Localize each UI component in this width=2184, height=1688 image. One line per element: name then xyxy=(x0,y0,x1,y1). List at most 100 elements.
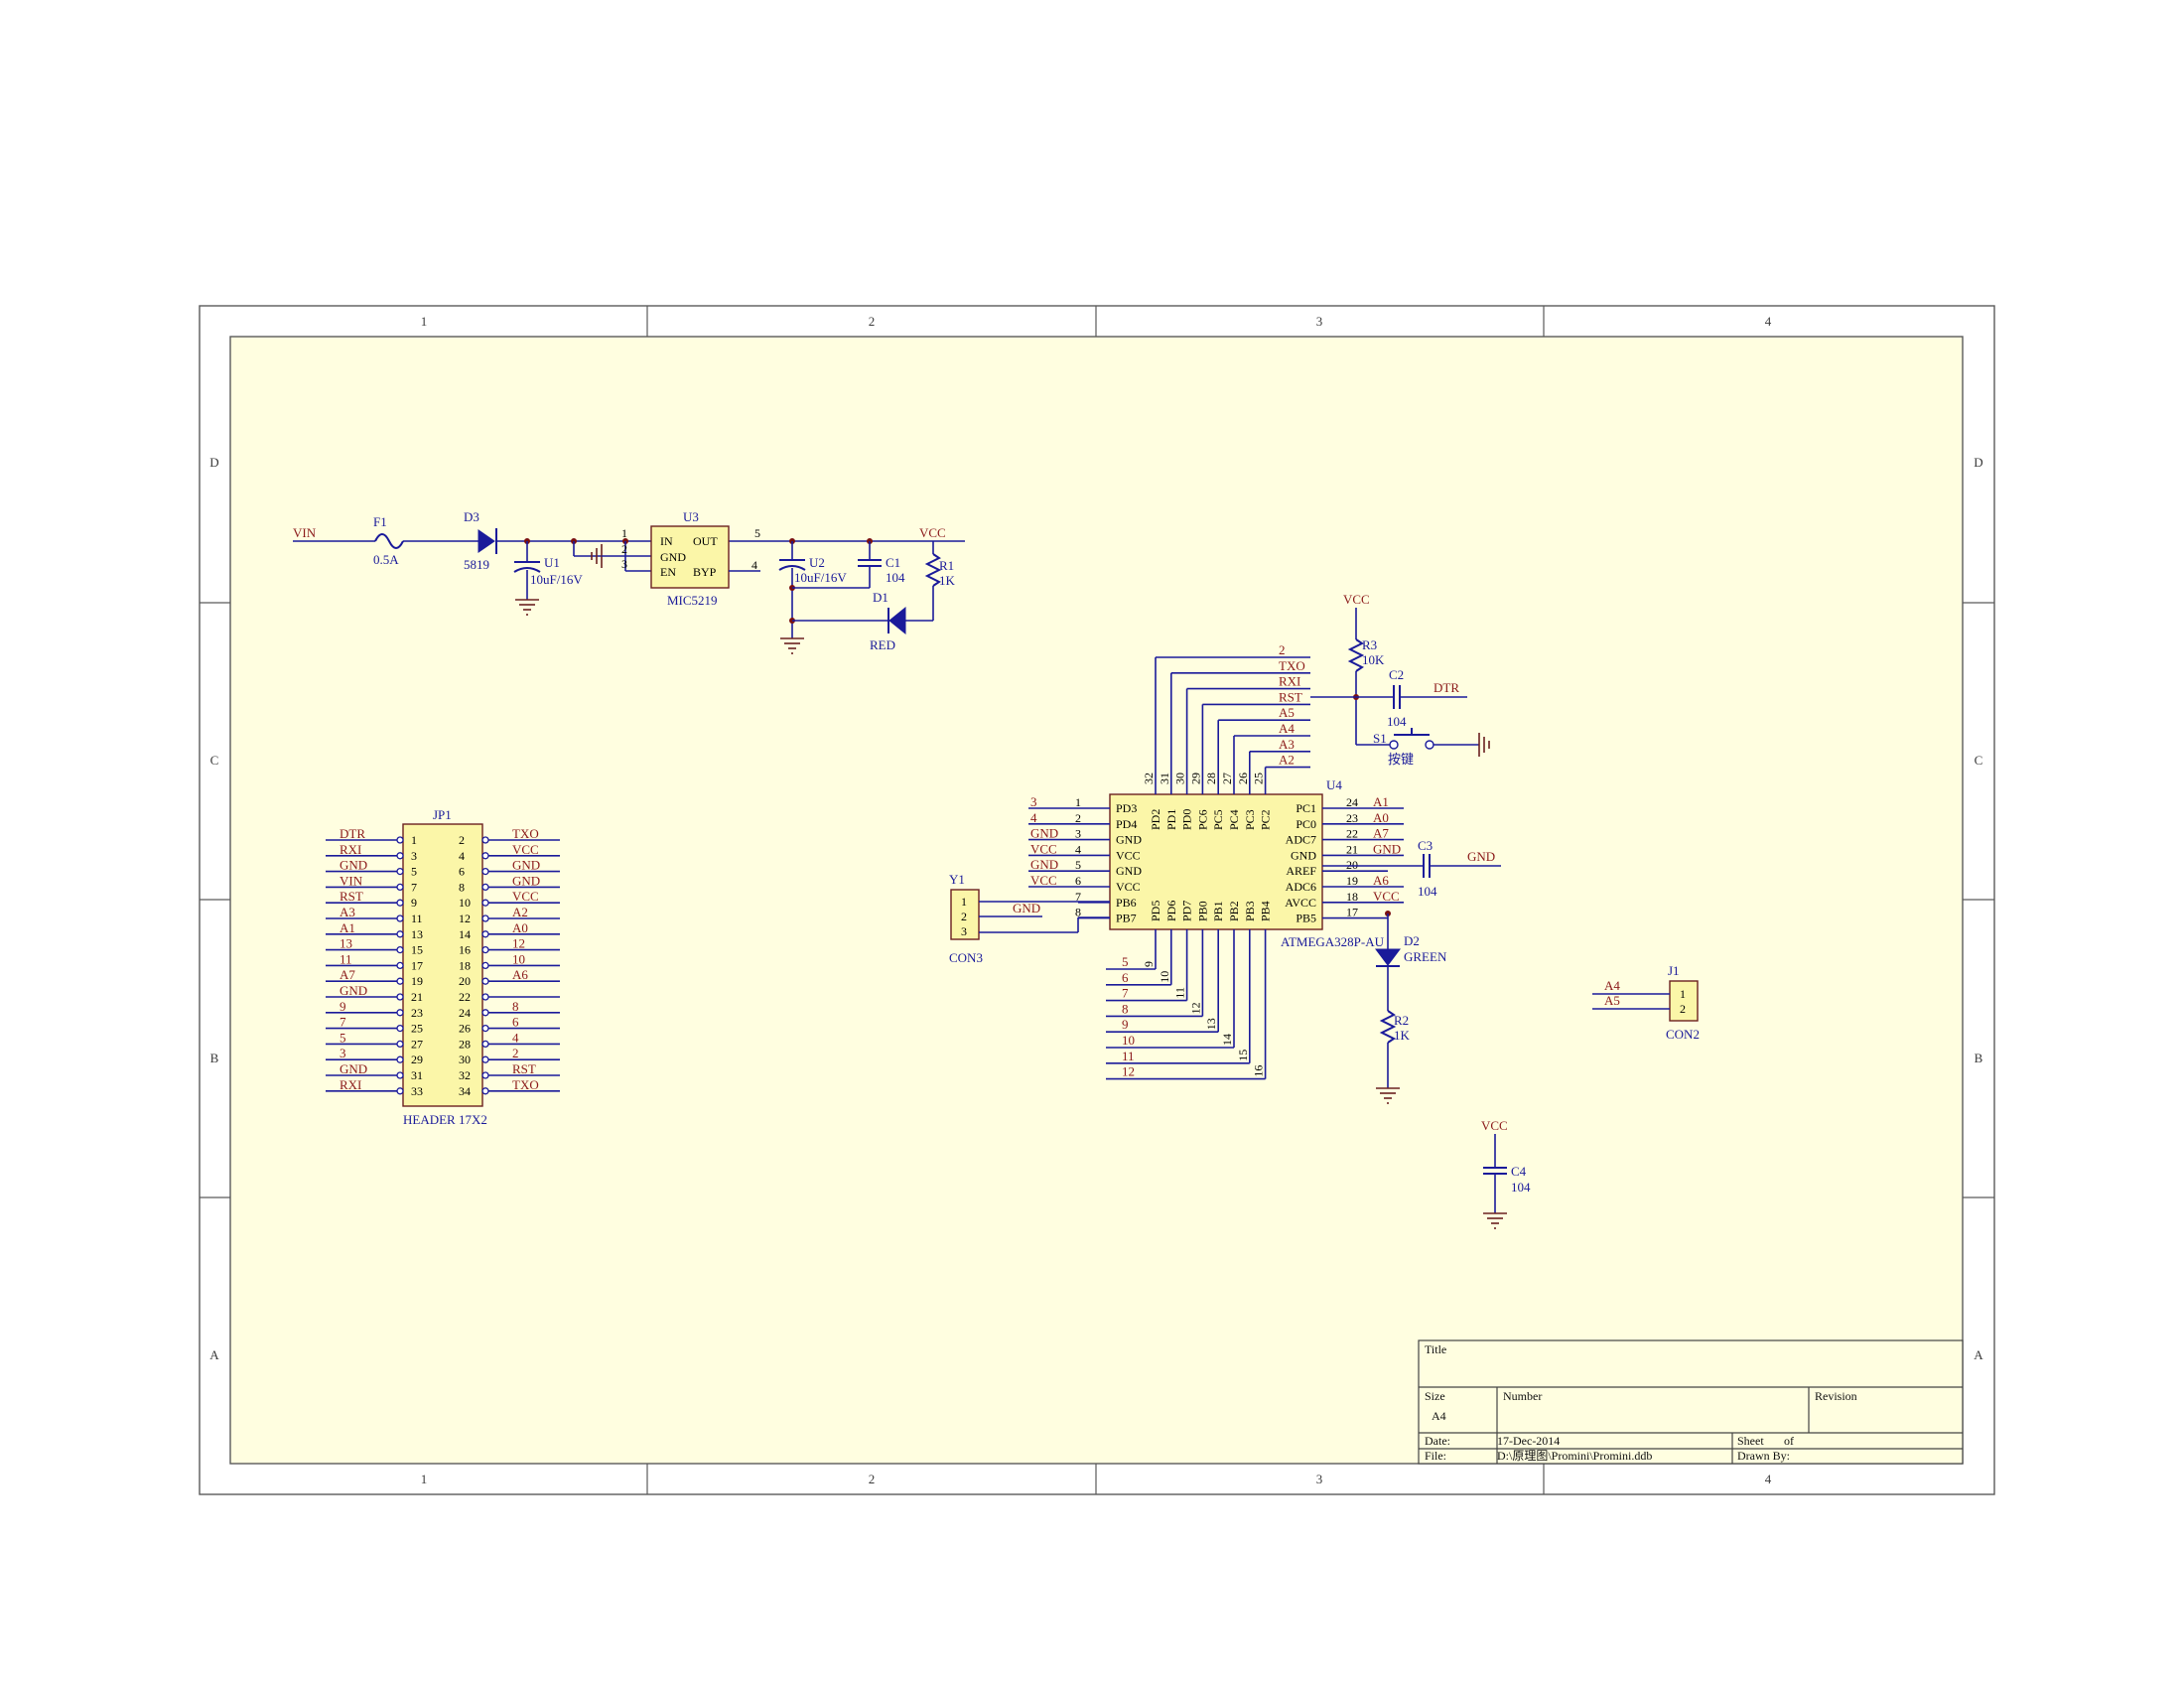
u3-pin-out: OUT xyxy=(693,534,718,548)
u4-left-net: VCC xyxy=(1030,841,1057,856)
u4-right-pin-num: 18 xyxy=(1346,890,1358,904)
jp1-left-pin xyxy=(396,945,404,954)
zone-dividers xyxy=(200,306,1994,1494)
u3-pin-gnd: GND xyxy=(660,550,686,564)
jp1-left-net: 3 xyxy=(340,1046,346,1060)
jp1-right-net: TXO xyxy=(512,826,539,841)
jp1-left-pin xyxy=(396,1024,404,1033)
jp1-right-net: 2 xyxy=(512,1046,519,1060)
jp1-pin-odd: 33 xyxy=(411,1084,423,1098)
jp1-pin-odd: 5 xyxy=(411,865,417,879)
u4-top-net: TXO xyxy=(1279,658,1305,673)
y1-body xyxy=(950,889,980,940)
jp1-left-pin xyxy=(396,852,404,860)
c1-value: 104 xyxy=(886,570,905,585)
u4-top-pin-num: 31 xyxy=(1158,773,1171,784)
u4-right-net: VCC xyxy=(1373,889,1400,904)
u4-bottom-pin-num: 12 xyxy=(1188,1002,1202,1014)
u4-right-net: A7 xyxy=(1373,826,1389,841)
connector-y1: Y1 1 2 3 CON3 GND xyxy=(949,872,1110,965)
u4-bottom-pin-num: 15 xyxy=(1236,1050,1250,1061)
r3-value: 10K xyxy=(1362,652,1385,667)
d1-ref: D1 xyxy=(873,590,888,605)
jp1-left-net: RST xyxy=(340,889,363,904)
tb-date-value: 17-Dec-2014 xyxy=(1497,1434,1560,1448)
regulator-u3-body xyxy=(650,525,730,589)
u4-right-pin-name: PB5 xyxy=(1296,912,1316,925)
diode-d3-symbol xyxy=(478,529,495,553)
jp1-right-net: A0 xyxy=(512,920,528,935)
zone-row-a-right: A xyxy=(1974,1347,1983,1362)
u4-left-pin-num: 6 xyxy=(1075,874,1081,888)
title-block: Title Size A4 Number Revision Date: 17-D… xyxy=(1418,1339,1964,1465)
jp1-pin-even: 16 xyxy=(459,943,471,957)
u4-bottom-pin-num: 14 xyxy=(1220,1034,1234,1046)
tb-file-label: File: xyxy=(1425,1449,1446,1463)
tb-title-label: Title xyxy=(1425,1342,1446,1356)
led-d2-symbol xyxy=(1375,948,1401,966)
jp1-left-net: 9 xyxy=(340,999,346,1014)
c4-value: 104 xyxy=(1511,1180,1531,1195)
c4-ref: C4 xyxy=(1511,1164,1527,1179)
jp1-right-pin xyxy=(481,867,489,876)
jp1-pin-odd: 15 xyxy=(411,943,423,957)
jp1-right-net: A2 xyxy=(512,905,528,919)
zone-col-4-top: 4 xyxy=(1765,314,1772,329)
u4-top-net: A2 xyxy=(1279,753,1295,768)
resistor-r2-symbol xyxy=(1379,1010,1397,1044)
u4-top-net: A5 xyxy=(1279,705,1295,720)
jp1-pin-odd: 1 xyxy=(411,833,417,847)
zone-row-a-left: A xyxy=(209,1347,219,1362)
jp1-left-net: RXI xyxy=(340,1077,361,1092)
u3-pin-4: 4 xyxy=(751,558,757,572)
jp1-left-pin xyxy=(396,1071,404,1079)
u3-pin-byp: BYP xyxy=(693,565,717,579)
net-vin: VIN xyxy=(293,525,317,540)
u4-top-pin-name: PD1 xyxy=(1164,809,1178,830)
tb-revision-label: Revision xyxy=(1815,1389,1857,1403)
c3-value: 104 xyxy=(1418,884,1437,899)
jp1-left-pin xyxy=(396,836,404,844)
zone-labels: 1 2 3 4 1 2 3 4 D C B A D C B A xyxy=(209,314,1983,1486)
u4-left-pin-name: GND xyxy=(1116,864,1142,878)
u4-left-net: 4 xyxy=(1030,810,1037,825)
d1-value: RED xyxy=(870,637,895,652)
jp1-pin-odd: 29 xyxy=(411,1053,423,1066)
jp1-pin-even: 2 xyxy=(459,833,465,847)
jp1-right-net: VCC xyxy=(512,889,539,904)
y1-pin-1: 1 xyxy=(961,895,967,909)
tb-drawn-label: Drawn By: xyxy=(1737,1449,1790,1463)
r2-ref: R2 xyxy=(1394,1013,1409,1028)
c3-ref: C3 xyxy=(1418,838,1433,853)
jp1-pin-odd: 9 xyxy=(411,896,417,910)
jp1-left-net: GND xyxy=(340,983,367,998)
u4-body xyxy=(1109,793,1323,930)
u4-left-pin-name: PD4 xyxy=(1116,817,1137,831)
u3-pin-in: IN xyxy=(660,534,673,548)
jp1-left-net: 7 xyxy=(340,1015,346,1030)
zone-col-2-bottom: 2 xyxy=(869,1472,876,1486)
u4-top-pin-name: PC5 xyxy=(1211,809,1225,830)
s1-ref: S1 xyxy=(1373,731,1387,746)
u4-top-net: 2 xyxy=(1279,642,1286,657)
jp1-right-net: VCC xyxy=(512,842,539,857)
u4-top-pin-num: 32 xyxy=(1142,773,1156,784)
y1-ref: Y1 xyxy=(949,872,965,887)
u4-left-net: 3 xyxy=(1030,794,1037,809)
net-gnd-c3: GND xyxy=(1467,849,1495,864)
jp1-right-pin xyxy=(481,836,489,844)
u4-bottom-pin-num: 13 xyxy=(1204,1018,1218,1030)
u4-top-pin-name: PC2 xyxy=(1259,809,1273,830)
jp1-pin-even: 10 xyxy=(459,896,471,910)
j1-value: CON2 xyxy=(1666,1027,1700,1042)
u3-value: MIC5219 xyxy=(667,593,718,608)
jp1-pin-odd: 7 xyxy=(411,880,417,894)
jp1-right-pin xyxy=(481,977,489,985)
u4-bottom-pin-name: PB4 xyxy=(1259,901,1273,921)
u4-right-pin-num: 17 xyxy=(1346,906,1358,919)
jp1-left-pin xyxy=(396,961,404,970)
net-a5-j1: A5 xyxy=(1604,993,1620,1008)
